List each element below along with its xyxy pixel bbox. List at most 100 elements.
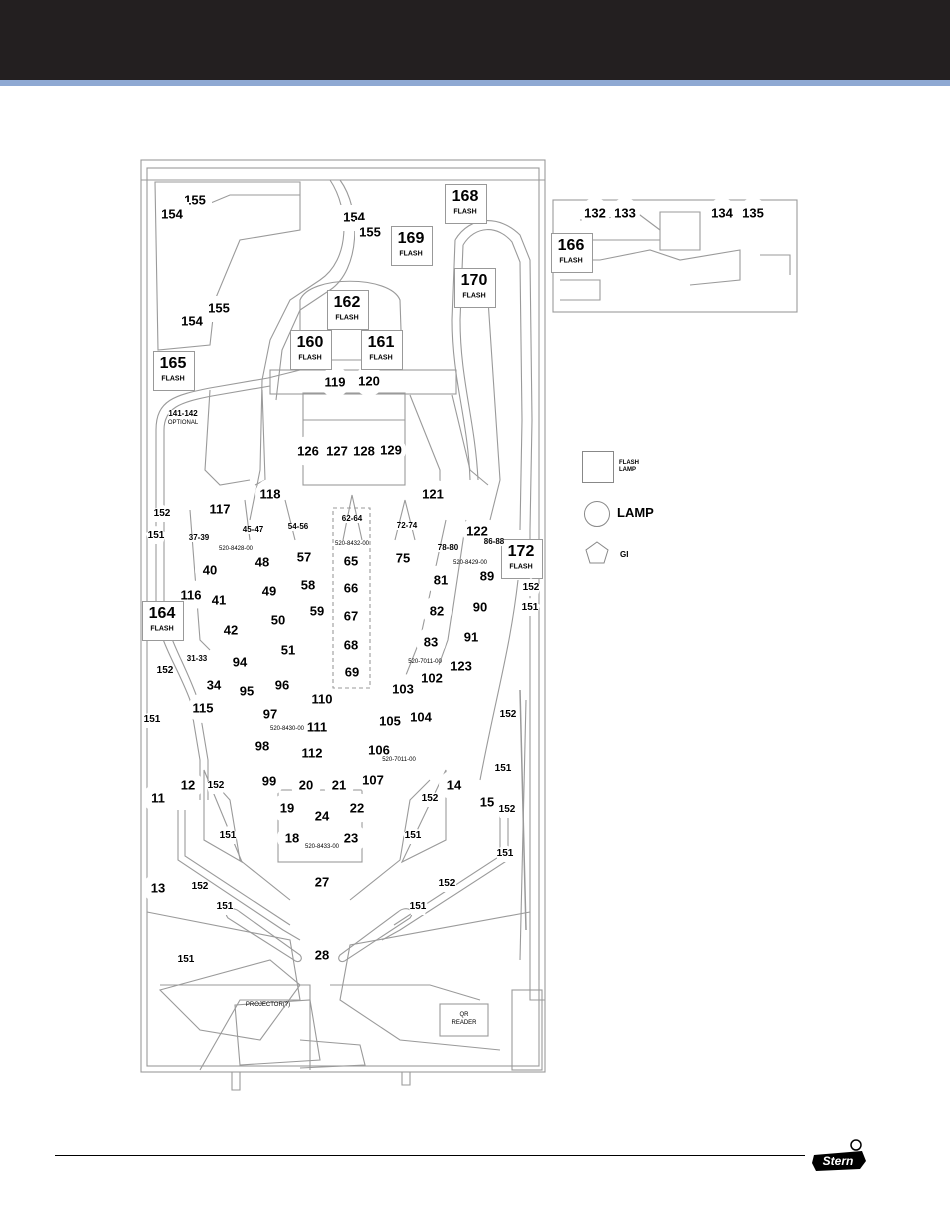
lamp-number: 110 [311,691,333,707]
lamp-range-label: 141-142 [168,409,198,418]
flash-lamp-number: 165 [159,355,187,372]
lamp-number: 81 [433,572,449,588]
gi-pentagon-icon [190,877,210,895]
header-bar [0,0,950,80]
flash-lamp-label: FLASH [335,314,359,322]
lamp-circle [364,735,394,765]
flash-lamp-box [454,268,496,308]
gi-number: 151 [404,830,422,841]
lamp-number: 132 [584,205,606,221]
lamp-circle [320,367,350,397]
lamp-number: 66 [343,580,359,596]
lamp-number: 51 [280,642,296,658]
lamp-number: 134 [711,205,733,221]
gi-number: 151 [147,530,165,541]
lamp-circle [195,555,225,585]
gi-number: 152 [156,665,174,676]
lamp-circle [293,436,323,466]
lamp-circle [610,198,640,228]
lamp-range-label: 86-88 [483,537,505,546]
lamp-circle [388,543,418,573]
header-accent-stripe [0,80,950,86]
lamp-number: 95 [239,683,255,699]
gi-pentagon-icon [146,526,166,544]
lamp-circle [456,622,486,652]
lamp-circle [273,635,303,665]
lamp-number: 13 [150,880,166,896]
lamp-circle [416,627,446,657]
gi-pentagon-icon [408,897,428,915]
flash-lamp-label: FLASH [298,354,322,362]
lamp-number: 59 [309,603,325,619]
lamp-circle [472,561,502,591]
part-number-label: 520-8430-00 [269,726,305,732]
gi-number: 151 [219,830,237,841]
part-number-label: 520-7011-00 [408,659,442,665]
lamp-number: 82 [429,603,445,619]
lamp-circle [307,684,337,714]
lamp-number: 117 [209,501,231,517]
lamp-number: 50 [270,612,286,628]
lamp-circle [143,783,173,813]
flash-lamp-number: 164 [148,605,176,622]
lamp-number: 58 [300,577,316,593]
gi-pentagon-icon [206,776,226,794]
lamp-number: 121 [422,486,444,502]
lamp-circle [336,546,366,576]
lamp-number: 21 [331,777,347,793]
lamp-number: 127 [326,443,348,459]
lamp-number: 122 [466,523,488,539]
flash-lamp-box [327,290,369,330]
lamp-number: 105 [379,713,401,729]
lamp-number: 69 [344,664,360,680]
gi-pentagon-icon [218,826,238,844]
lamp-number: 11 [151,790,165,806]
part-number-label: 520-7011-00 [382,757,416,763]
lamp-circle [216,615,246,645]
flash-lamp-label: FLASH [509,563,533,571]
flash-lamp-number: 169 [397,230,425,247]
flash-lamp-label: FLASH [369,354,393,362]
lamp-number: 115 [192,700,214,716]
lamp-number: 27 [314,874,330,890]
flash-lamp-box [551,233,593,273]
lamp-number: 20 [298,777,314,793]
lamp-number: 75 [395,550,411,566]
gi-pentagon-icon [215,897,235,915]
flash-lamp-number: 155 [359,224,381,240]
lamp-number: 126 [297,443,319,459]
flash-lamp-number: 162 [333,294,361,311]
gi-pentagon-icon [142,710,162,728]
lamp-number: 12 [180,777,196,793]
lamp-number: 23 [343,830,359,846]
lamp-circle [247,731,277,761]
lamp-number: 106 [368,742,390,758]
footer-rule [55,1155,805,1156]
lamp-circle [272,793,302,823]
part-number-label: 520-8428-00 [218,546,254,552]
lamp-number: 15 [479,794,495,810]
lamp-number: 42 [223,622,239,638]
lamp-number: 129 [380,442,402,458]
lamp-circle [336,601,366,631]
gi-pentagon-icon [497,800,517,818]
lamp-circle [417,663,447,693]
svg-text:Stern: Stern [823,1154,854,1168]
lamp-number: 67 [343,608,359,624]
lamp-circle [354,366,384,396]
lamp-circle [376,435,406,465]
lamp-number: 99 [261,773,277,789]
gi-number: 152 [207,780,225,791]
lamp-circle [375,706,405,736]
lamp-circle [247,547,277,577]
flash-lamp-label: FLASH [399,250,423,258]
lamp-range-label: 78-80 [437,543,459,552]
lamp-number: 28 [314,947,330,963]
lamp-range-label: OPTIONAL [167,420,199,426]
gi-pentagon-icon [498,705,518,723]
flash-lamp-box [361,330,403,370]
lamp-circle [580,198,610,228]
part-number-label: READER [451,1020,477,1026]
lamp-circle [439,770,469,800]
lamp-circle [225,647,255,677]
